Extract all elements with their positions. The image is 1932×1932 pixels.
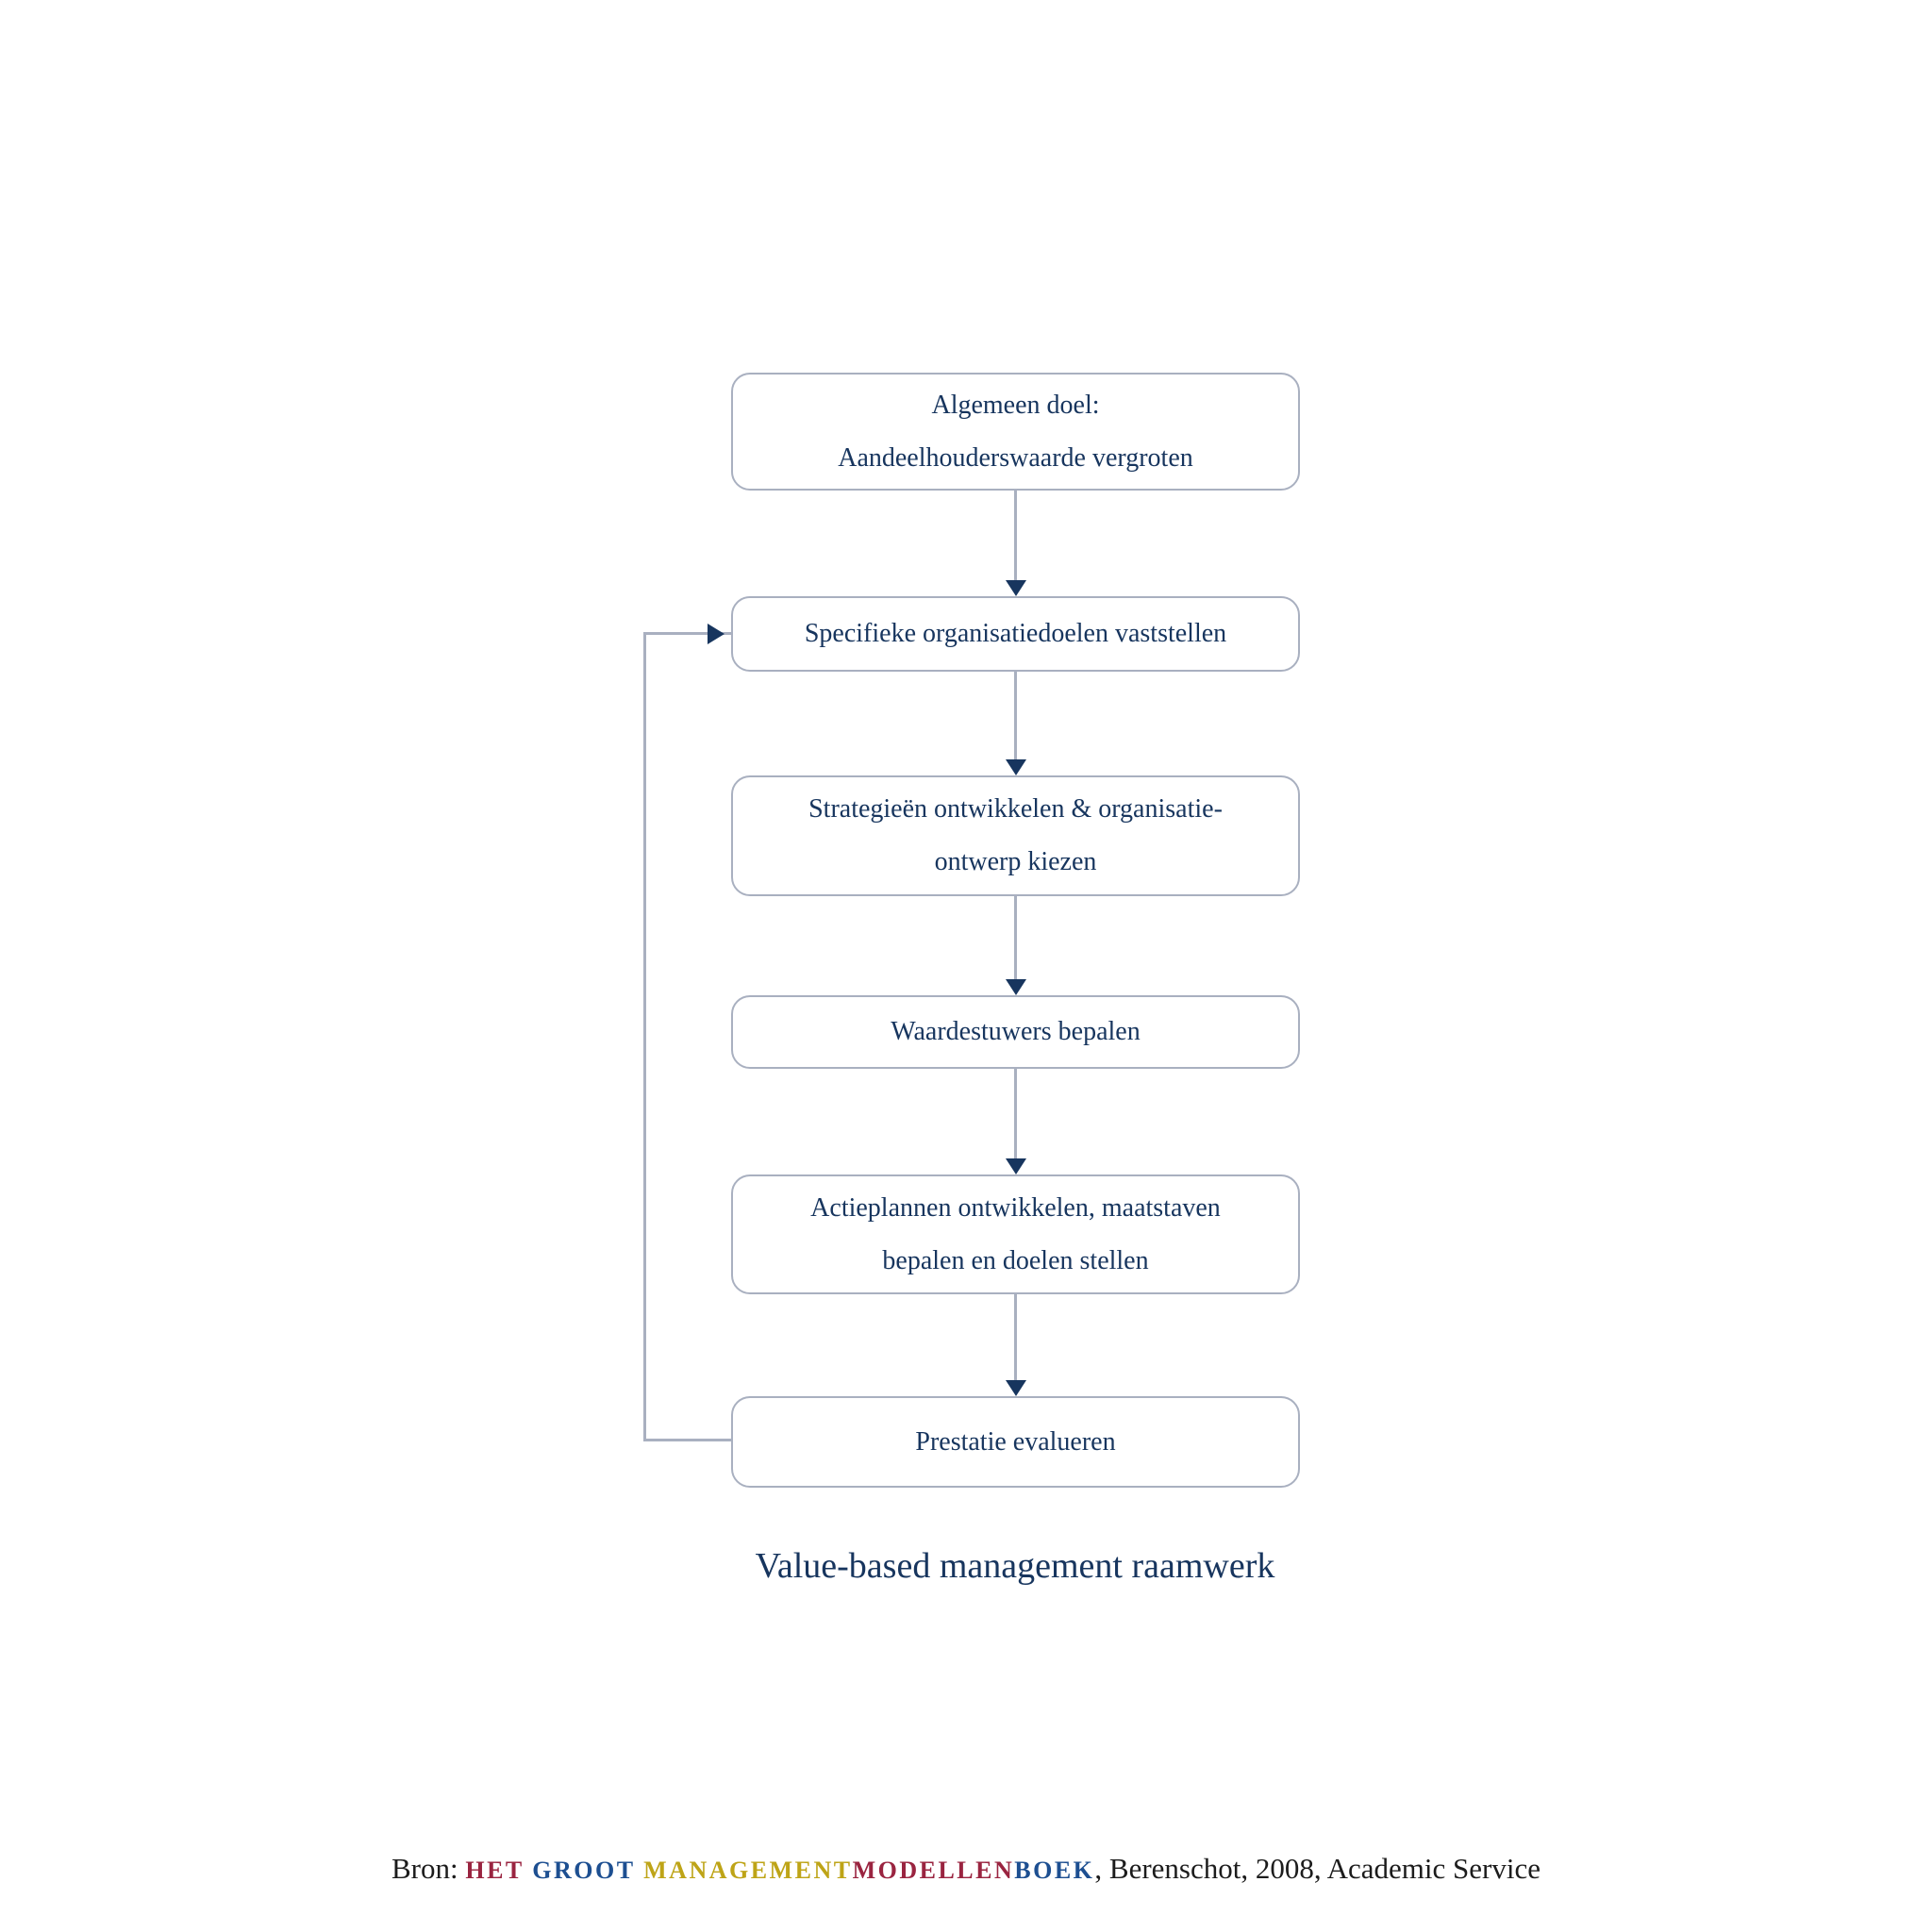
arrow-down-icon bbox=[1006, 979, 1026, 995]
flow-connector-1 bbox=[1014, 491, 1017, 582]
source-title-segment-groot: GROOT bbox=[532, 1857, 644, 1884]
source-title-segment-modellen: MODELLEN bbox=[852, 1857, 1015, 1884]
flow-connector-5 bbox=[1014, 1294, 1017, 1382]
arrow-down-icon bbox=[1006, 580, 1026, 596]
source-prefix: Bron: bbox=[391, 1852, 466, 1885]
flow-box-specifieke-doelen: Specifieke organisatiedoelen vaststellen bbox=[731, 596, 1300, 672]
arrow-right-icon bbox=[708, 624, 724, 644]
flow-box-waardestuwers-bepalen: Waardestuwers bepalen bbox=[731, 995, 1300, 1069]
flow-box-actieplannen-ontwikkelen: Actieplannen ontwikkelen, maatstaven bep… bbox=[731, 1174, 1300, 1294]
feedback-loop-connector bbox=[643, 632, 731, 1441]
box-line: Prestatie evalueren bbox=[915, 1426, 1116, 1457]
source-title-segment-management: MANAGEMENT bbox=[643, 1857, 853, 1884]
box-line: Aandeelhouderswaarde vergroten bbox=[838, 442, 1193, 473]
flow-box-algemeen-doel: Algemeen doel: Aandeelhouderswaarde verg… bbox=[731, 373, 1300, 491]
source-attribution: Bron: HET GROOT MANAGEMENTMODELLENBOEK, … bbox=[0, 1852, 1932, 1886]
arrow-down-icon bbox=[1006, 759, 1026, 775]
flow-connector-4 bbox=[1014, 1069, 1017, 1160]
box-line: Strategieën ontwikkelen & organisatie- bbox=[808, 794, 1223, 824]
flow-box-strategieen-ontwikkelen: Strategieën ontwikkelen & organisatie- o… bbox=[731, 775, 1300, 896]
box-line: Algemeen doel: bbox=[931, 390, 1100, 420]
flow-connector-3 bbox=[1014, 896, 1017, 981]
flow-box-prestatie-evalueren: Prestatie evalueren bbox=[731, 1396, 1300, 1488]
box-line: Actieplannen ontwikkelen, maatstaven bbox=[810, 1192, 1221, 1223]
arrow-down-icon bbox=[1006, 1380, 1026, 1396]
diagram-caption: Value-based management raamwerk bbox=[755, 1546, 1275, 1586]
flow-connector-2 bbox=[1014, 672, 1017, 761]
box-line: Specifieke organisatiedoelen vaststellen bbox=[804, 619, 1227, 648]
source-suffix: , Berenschot, 2008, Academic Service bbox=[1094, 1852, 1541, 1885]
source-title-segment-boek: BOEK bbox=[1014, 1857, 1095, 1884]
box-line: bepalen en doelen stellen bbox=[882, 1245, 1149, 1275]
source-title-segment-het: HET bbox=[465, 1857, 533, 1884]
arrow-down-icon bbox=[1006, 1158, 1026, 1174]
box-line: ontwerp kiezen bbox=[934, 847, 1097, 876]
box-line: Waardestuwers bepalen bbox=[891, 1017, 1141, 1046]
